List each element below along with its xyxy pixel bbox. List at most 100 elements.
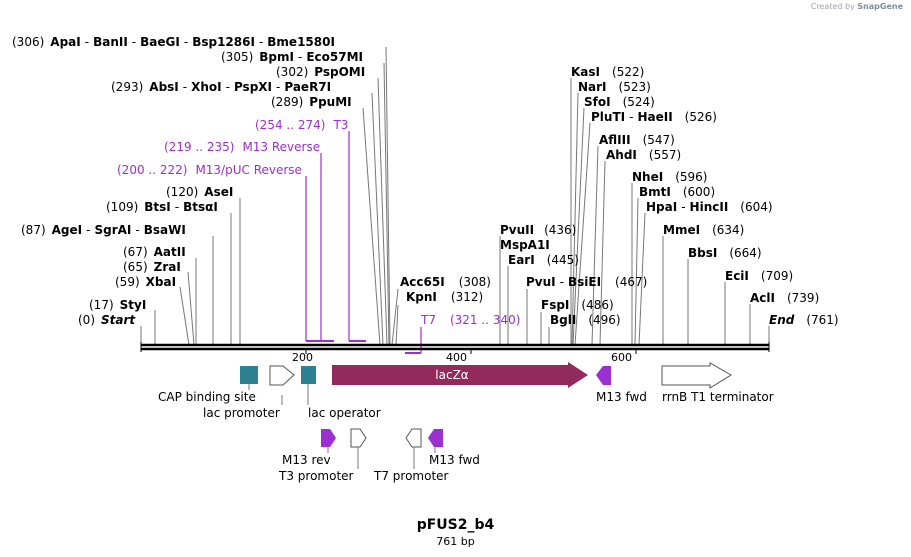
lacz-label: lacZα [435, 368, 469, 382]
enzyme-pluti: PluTI [591, 110, 625, 124]
pos-547: (547) [643, 133, 675, 147]
pos-634: (634) [712, 223, 744, 237]
pos-445: (445) [547, 253, 579, 267]
enzyme-asei: AseI [204, 185, 233, 199]
enzyme-bbsi: BbsI [688, 246, 717, 260]
primer-m13puc-reverse-range: (200 .. 222) [117, 163, 187, 177]
pos-664: (664) [729, 246, 761, 260]
pos-523: (523) [619, 80, 651, 94]
svg-text:(305)BpmI-Eco57MI: (305)BpmI-Eco57MI [221, 50, 363, 64]
enzyme-hincii: HincII [690, 200, 729, 214]
cutline-557 [599, 160, 606, 346]
svg-text:NarI(523): NarI (523) [578, 80, 651, 94]
pos-289: (289) [271, 95, 303, 109]
svg-text:FspI(486): FspI(486) [541, 298, 614, 312]
enzyme-sfoi: SfoI [584, 95, 611, 109]
svg-text:EarI(445): EarI(445) [508, 253, 579, 267]
t7-promoter-arrow [405, 428, 422, 448]
svg-text:PvuI-BsiEI(467): PvuI-BsiEI(467) [526, 275, 647, 289]
enzyme-bsiei: BsiEI [568, 275, 601, 289]
enzyme-eco57mi: Eco57MI [306, 50, 363, 64]
enzyme-absi: AbsI [149, 80, 178, 94]
m13-rev-label: M13 rev [282, 453, 331, 467]
enzyme-bsp1286i: Bsp1286I [192, 35, 255, 49]
pos-709: (709) [761, 269, 793, 283]
m13-fwd-bottom-label: M13 fwd [429, 453, 480, 467]
enzyme-nari: NarI [578, 80, 607, 94]
pos-600: (600) [683, 185, 715, 199]
enzyme-kpni: KpnI [406, 290, 437, 304]
enzyme-pvui: PvuI [526, 275, 556, 289]
pos-293: (293) [111, 80, 143, 94]
start-label: Start [101, 313, 136, 327]
pos-302: (302) [276, 65, 308, 79]
enzyme-styi: StyI [120, 298, 147, 312]
svg-text:(109)BtsI-BtsαI: (109)BtsI-BtsαI [106, 200, 218, 214]
pos-604: (604) [740, 200, 772, 214]
feature-row-top: lacZα CAP binding site lac promoter lac … [158, 362, 774, 420]
svg-text:(219 .. 235)M13 Reverse: (219 .. 235)M13 Reverse [164, 140, 320, 154]
cut-site-lines [140, 46, 770, 346]
svg-text:HpaI-HincII(604): HpaI-HincII(604) [646, 200, 773, 214]
pos-67: (67) [123, 245, 148, 259]
cutline-600 [634, 197, 639, 346]
primer-t7-name: T7 [420, 313, 436, 327]
pos-522: (522) [612, 65, 644, 79]
enzyme-acc65i: Acc65I [400, 275, 445, 289]
svg-text:(302)PspOMI: (302)PspOMI [276, 65, 365, 79]
cap-binding-site-label: CAP binding site [158, 390, 256, 404]
svg-text:PvuII(436): PvuII(436) [500, 223, 576, 237]
start-pos: (0) [78, 313, 95, 327]
lacz-arrow [332, 362, 588, 388]
cutline-65 [187, 271, 195, 346]
primer-m13-reverse-name: M13 Reverse [242, 140, 320, 154]
svg-text:MmeI(634): MmeI(634) [663, 223, 744, 237]
enzyme-banii: BanII [93, 35, 128, 49]
t7-promoter-label: T7 promoter [373, 469, 449, 483]
svg-text:(306)ApaI-BanII-BaeGI-Bsp1286I: (306)ApaI-BanII-BaeGI-Bsp1286I-Bme1580I [12, 35, 335, 49]
primer-t3-range: (254 .. 274) [255, 118, 325, 132]
t3-promoter-arrow [350, 428, 367, 448]
m13-fwd-top-label: M13 fwd [596, 390, 647, 404]
enzyme-btsai: BtsαI [183, 200, 218, 214]
cutline-293 [371, 92, 384, 346]
enzyme-sgrai: SgrAI [94, 223, 131, 237]
pos-596: (596) [675, 170, 707, 184]
svg-text:(67)AatII: (67)AatII [123, 245, 186, 259]
enzyme-ecii: EciI [725, 269, 749, 283]
primer-t7-range: (321 .. 340) [450, 313, 520, 327]
snapgene-watermark: Created by SnapGene [811, 2, 903, 11]
cutline-302 [377, 77, 388, 346]
enzyme-paer7i: PaeR7I [284, 80, 331, 94]
end-pos: (761) [806, 313, 838, 327]
svg-text:(120)AseI: (120) AseI [166, 185, 233, 199]
primer-labels: (254 .. 274)T3 (219 .. 235)M13 Reverse (… [117, 118, 520, 327]
cutline-604 [638, 212, 646, 346]
pos-65: (65) [123, 260, 148, 274]
enzyme-bsawi: BsaWI [144, 223, 186, 237]
rrnb-terminator-label: rrnB T1 terminator [662, 390, 774, 404]
svg-text:NheI(596): NheI (596) [632, 170, 707, 184]
enzyme-xbai: XbaI [146, 275, 176, 289]
svg-text:AflIII(547): AflIII(547) [599, 133, 675, 147]
pos-308: (308) [459, 275, 491, 289]
enzyme-kasi: KasI [571, 65, 600, 79]
pos-526: (526) [685, 110, 717, 124]
primer-site-brackets [305, 131, 422, 354]
enzyme-nhei: NheI [632, 170, 663, 184]
pos-120: (120) [166, 185, 198, 199]
enzyme-bgli: BglI [550, 313, 576, 327]
svg-text:(17)StyI: (17) StyI [89, 298, 146, 312]
m13-rev-arrow [321, 429, 336, 447]
m13-fwd-bottom-arrow [428, 429, 443, 447]
feature-row-bottom: M13 rev T3 promoter T7 promoter M13 fwd [278, 428, 480, 483]
t3-promoter-label: T3 promoter [278, 469, 354, 483]
svg-text:(87)AgeI-SgrAI-BsaWI: (87)AgeI-SgrAI-BsaWI [21, 223, 186, 237]
pos-524: (524) [623, 95, 655, 109]
enzyme-xhoi: XhoI [191, 80, 222, 94]
enzyme-pspxi: PspXI [234, 80, 272, 94]
enzyme-fspi: FspI [541, 298, 569, 312]
pos-17: (17) [89, 298, 114, 312]
rrnb-terminator-arrow [661, 362, 732, 389]
